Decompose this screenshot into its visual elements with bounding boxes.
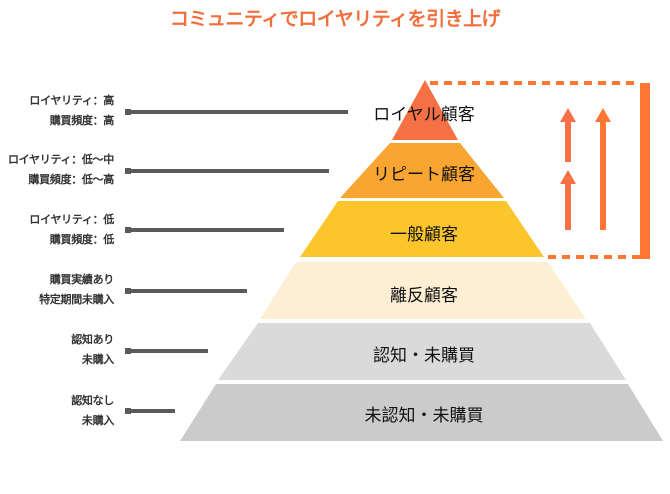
tier-unaware-shape [180, 384, 663, 441]
tier-label-general: 一般顧客 [390, 225, 458, 245]
loyalty-level-text: ロイヤリティ：低 [29, 213, 114, 226]
tier-label-loyal: ロイヤル顧客 [373, 105, 475, 125]
left-label-aware: 認知あり 未購入 [0, 330, 114, 370]
left-label-repeat: ロイヤリティ：低〜中 購買頻度：低〜高 [0, 150, 114, 190]
purchase-status-text: 未購入 [81, 414, 114, 427]
tier-label-repeat: リピート顧客 [373, 165, 475, 185]
arrow-general-to-loyal [595, 108, 611, 230]
loyalty-level-text: ロイヤリティ：低〜中 [7, 153, 114, 166]
tier-label-aware: 認知・未購買 [373, 346, 475, 366]
left-label-loyal: ロイヤリティ：高 購買頻度：高 [0, 91, 114, 131]
tier-aware-shape [218, 323, 626, 380]
purchase-frequency-text: 購買頻度：高 [49, 114, 115, 127]
arrow-general-to-repeat [560, 170, 576, 230]
tier-churned-shape [260, 262, 586, 319]
left-label-unaware: 認知なし 未購入 [0, 391, 114, 431]
purchase-history-text: 購買実績あり [49, 273, 115, 286]
period-status-text: 特定期間未購入 [39, 293, 114, 306]
left-label-churned: 購買実績あり 特定期間未購入 [0, 270, 114, 310]
awareness-text: 認知あり [71, 333, 114, 346]
tier-loyal-shape [392, 80, 458, 140]
tier-repeat-shape [340, 143, 504, 198]
purchase-status-text: 未購入 [81, 353, 114, 366]
tier-label-unaware: 未認知・未購買 [364, 406, 484, 426]
arrow-repeat-to-loyal [560, 108, 576, 162]
tier-general-shape [300, 201, 544, 257]
left-label-general: ロイヤリティ：低 購買頻度：低 [0, 210, 114, 250]
tier-label-churned: 離反顧客 [390, 286, 458, 306]
dashed-bracket [430, 81, 650, 259]
awareness-text: 認知なし [71, 394, 114, 407]
loyalty-level-text: ロイヤリティ：高 [29, 94, 114, 107]
connector-lines [125, 109, 348, 414]
purchase-frequency-text: 購買頻度：低 [49, 233, 115, 246]
diagram-title: コミュニティでロイヤリティを引き上げ [169, 8, 501, 30]
purchase-frequency-text: 購買頻度：低〜高 [28, 173, 114, 186]
